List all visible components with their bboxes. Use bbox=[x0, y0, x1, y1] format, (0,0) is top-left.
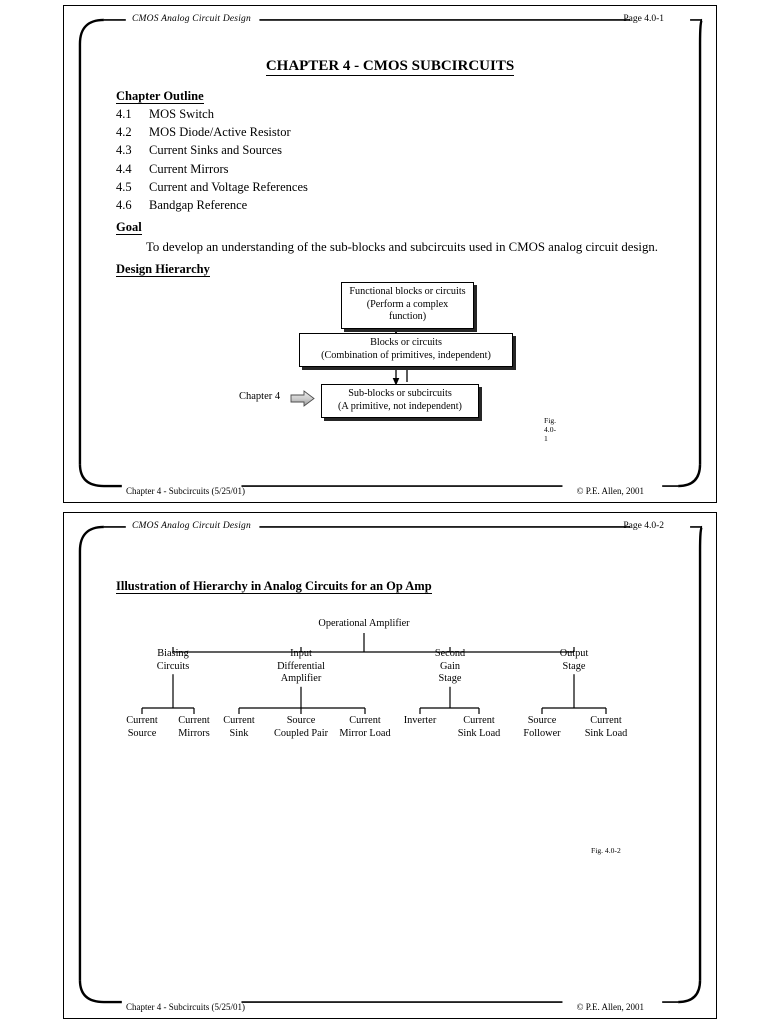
outline-item: 4.4 Current Mirrors bbox=[116, 162, 308, 180]
tree-node-root: Operational Amplifier bbox=[318, 618, 410, 629]
outline-item-number: 4.1 bbox=[116, 107, 132, 121]
section-heading-goal: Goal bbox=[116, 220, 142, 235]
footer-copyright: © P.E. Allen, 2001 bbox=[576, 1002, 644, 1012]
outline-item: 4.5 Current and Voltage References bbox=[116, 180, 308, 198]
hierarchy-box-bottom-line1: Sub-blocks or subcircuits bbox=[348, 388, 452, 399]
illustration-heading-text: Illustration of Hierarchy in Analog Circ… bbox=[116, 579, 432, 594]
footer-chapter-label: Chapter 4 - Subcircuits (5/25/01) bbox=[126, 486, 245, 496]
hierarchy-box-functional-blocks: Functional blocks or circuits (Perform a… bbox=[341, 282, 474, 329]
section-heading-chapter-outline: Chapter Outline bbox=[116, 89, 204, 104]
hierarchy-box-blocks-or-circuits: Blocks or circuits (Combination of primi… bbox=[299, 333, 513, 368]
chapter-outline-heading-text: Chapter Outline bbox=[116, 89, 204, 104]
figure-caption-4-0-1: Fig. 4.0-1 bbox=[544, 416, 557, 443]
section-heading-design-hierarchy: Design Hierarchy bbox=[116, 262, 210, 277]
outline-item-label: Current Sinks and Sources bbox=[149, 143, 282, 158]
header-page-number: Page 4.0-1 bbox=[623, 14, 664, 24]
outline-item-number: 4.5 bbox=[116, 179, 132, 194]
footer-chapter-label: Chapter 4 - Subcircuits (5/25/01) bbox=[126, 1002, 245, 1012]
chapter-outline-list: 4.1 MOS Switch 4.2 MOS Diode/Active Resisto… bbox=[116, 107, 308, 216]
outline-item-number: 4.4 bbox=[116, 161, 132, 176]
goal-heading-text: Goal bbox=[116, 220, 142, 235]
page-title-text: CHAPTER 4 - CMOS SUBCIRCUITS bbox=[265, 58, 515, 76]
outline-item-label: MOS Switch bbox=[149, 107, 214, 121]
page-title: CHAPTER 4 - CMOS SUBCIRCUITS bbox=[64, 58, 716, 76]
figure-design-hierarchy: Functional blocks or circuits (Perform a… bbox=[239, 274, 556, 443]
outline-item: 4.1 MOS Switch bbox=[116, 107, 308, 125]
hierarchy-box-top-line1: Functional blocks or circuits bbox=[349, 286, 466, 297]
chapter-4-marker-label: Chapter 4 bbox=[239, 391, 281, 402]
hierarchy-box-mid-line2: (Combination of primitives, independent) bbox=[321, 349, 491, 361]
outline-item-number: 4.2 bbox=[116, 125, 132, 140]
hierarchy-box-bottom-line2: (A primitive, not independent) bbox=[338, 400, 462, 412]
outline-item-number: 4.6 bbox=[116, 197, 132, 212]
design-hierarchy-heading-text: Design Hierarchy bbox=[116, 262, 210, 277]
slide-page-1: CMOS Analog Circuit Design Page 4.0-1 CH… bbox=[63, 5, 717, 503]
outline-item-number: 4.3 bbox=[116, 143, 132, 158]
hierarchy-box-sub-blocks: Sub-blocks or subcircuits (A primitive, … bbox=[321, 384, 479, 419]
chapter-4-marker: Chapter 4 bbox=[239, 391, 280, 402]
outline-item: 4.2 MOS Diode/Active Resistor bbox=[116, 125, 308, 143]
goal-body-text: To develop an understanding of the sub-b… bbox=[146, 240, 658, 254]
figure-caption-4-0-2: Fig. 4.0-2 bbox=[591, 846, 621, 855]
tree-node-leaf-2-0: Inverter bbox=[403, 715, 437, 726]
outline-item-label: Current and Voltage References bbox=[149, 179, 308, 194]
outline-item: 4.6 Bandgap Reference bbox=[116, 198, 308, 216]
section-heading-illustration: Illustration of Hierarchy in Analog Circ… bbox=[116, 579, 432, 594]
slide-page-2: CMOS Analog Circuit Design Page 4.0-2 Il… bbox=[63, 512, 717, 1019]
outline-item-label: Current Mirrors bbox=[149, 161, 229, 176]
header-page-number: Page 4.0-2 bbox=[623, 521, 664, 531]
outline-item-label: Bandgap Reference bbox=[149, 197, 248, 212]
header-document-title: CMOS Analog Circuit Design bbox=[132, 14, 251, 24]
hierarchy-box-mid-line1: Blocks or circuits bbox=[370, 337, 442, 348]
header-document-title: CMOS Analog Circuit Design bbox=[132, 521, 251, 531]
tree-connector-lines bbox=[141, 633, 607, 714]
outline-item: 4.3 Current Sinks and Sources bbox=[116, 143, 308, 161]
hierarchy-box-top-line2: (Perform a complex function) bbox=[366, 298, 449, 323]
footer-copyright: © P.E. Allen, 2001 bbox=[576, 486, 644, 496]
outline-item-label: MOS Diode/Active Resistor bbox=[149, 125, 291, 140]
